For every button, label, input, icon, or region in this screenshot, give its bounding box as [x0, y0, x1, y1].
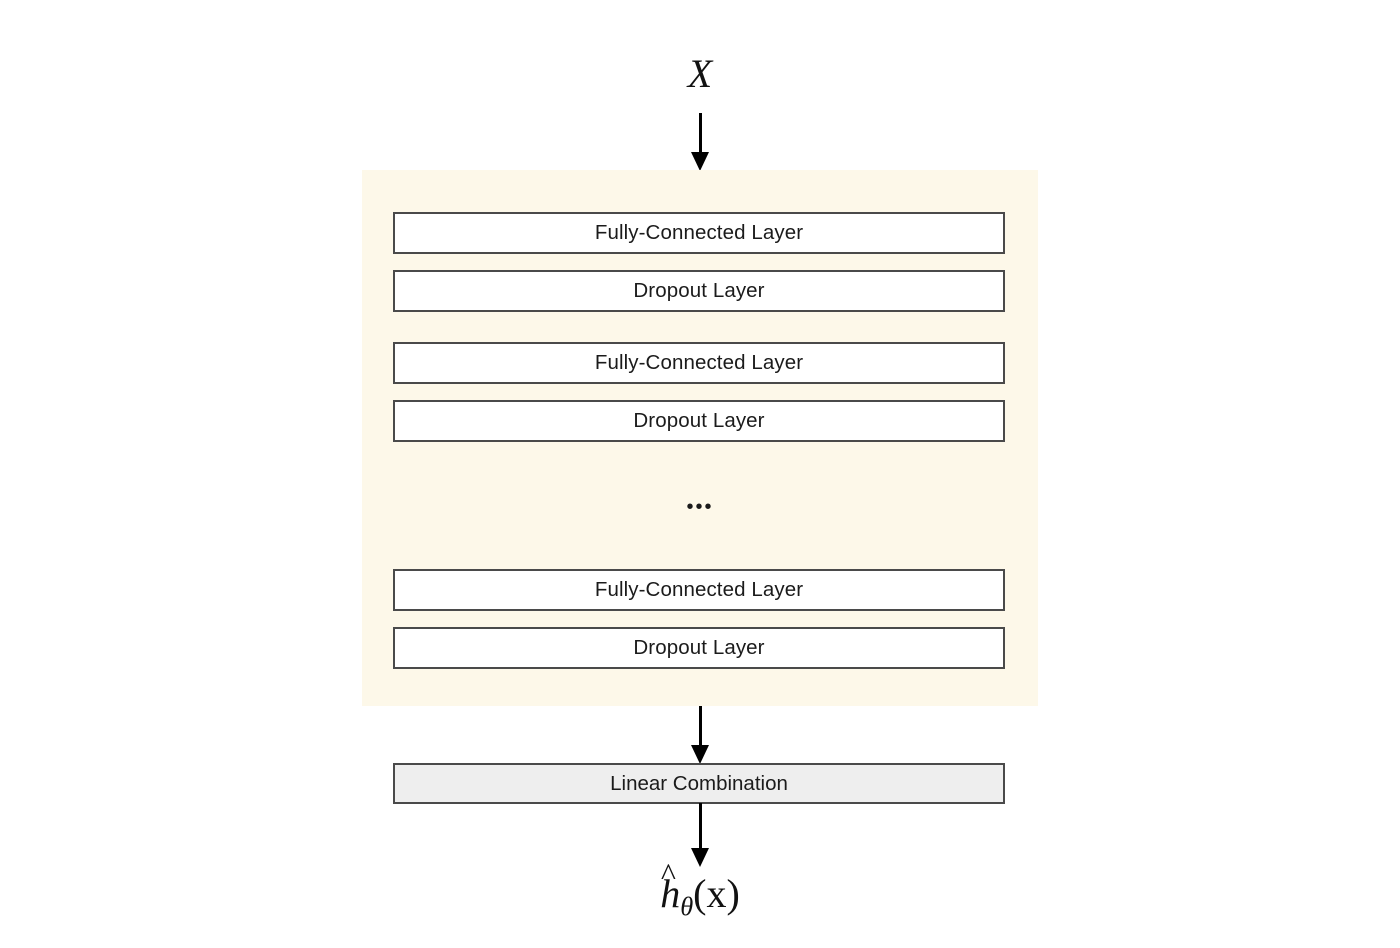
arrow-stack-to-linear-combination-icon: [691, 706, 709, 764]
layer-box-dropout-1[interactable]: Dropout Layer: [393, 270, 1005, 312]
arrow-head: [691, 848, 709, 867]
arrow-input-to-stack-icon: [691, 113, 709, 171]
arrow-linear-combination-to-output-icon: [691, 803, 709, 867]
arrow-shaft: [698, 113, 702, 153]
layer-box-fully-connected-1[interactable]: Fully-Connected Layer: [393, 212, 1005, 254]
layer-box-fully-connected-2[interactable]: Fully-Connected Layer: [393, 342, 1005, 384]
hat-accent-icon: ^: [660, 856, 676, 892]
input-label: X: [687, 51, 713, 96]
stack-ellipsis: •••: [686, 496, 714, 518]
layer-label: Fully-Connected Layer: [594, 221, 804, 244]
layer-label: Dropout Layer: [633, 279, 765, 302]
arrow-shaft: [698, 803, 702, 849]
linear-combination-label: Linear Combination: [610, 771, 788, 795]
layer-box-dropout-n[interactable]: Dropout Layer: [393, 627, 1005, 669]
output-argument: (x): [693, 871, 740, 916]
layer-label: Fully-Connected Layer: [594, 351, 804, 374]
layer-label: Fully-Connected Layer: [594, 578, 804, 601]
layer-box-dropout-2[interactable]: Dropout Layer: [393, 400, 1005, 442]
output-hat-base: ^h: [660, 858, 681, 916]
arrow-head: [691, 745, 709, 764]
layer-label: Dropout Layer: [633, 636, 765, 659]
layer-label: Dropout Layer: [633, 409, 765, 432]
output-base: h: [660, 871, 681, 916]
linear-combination-box[interactable]: Linear Combination: [393, 763, 1005, 804]
arrow-shaft: [698, 706, 702, 746]
output-subscript: θ: [680, 890, 694, 921]
output-label: ^hθ(x): [0, 858, 1400, 921]
layer-box-fully-connected-n[interactable]: Fully-Connected Layer: [393, 569, 1005, 611]
hidden-layer-stack-panel: Fully-Connected Layer Dropout Layer Full…: [362, 170, 1038, 706]
arrow-head: [691, 152, 709, 171]
